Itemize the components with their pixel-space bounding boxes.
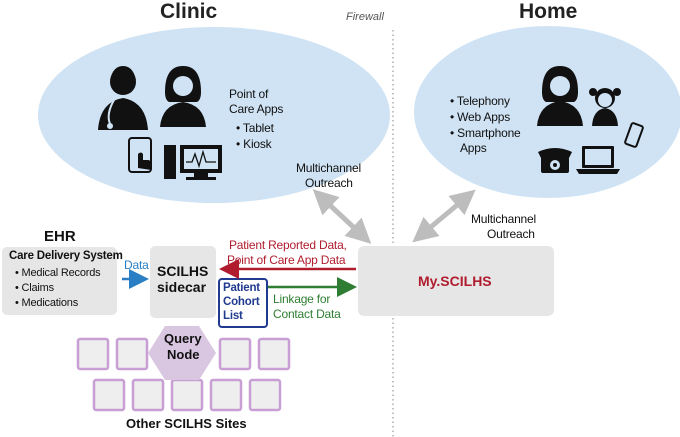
- home-item-webapps-text: Web Apps: [457, 110, 511, 124]
- poc-item-tablet-text: Tablet: [242, 121, 274, 135]
- poc-item-kiosk-text: Kiosk: [243, 137, 272, 151]
- site-squares: [76, 337, 291, 412]
- doctor-icon: [98, 66, 148, 130]
- home-item-smartphone-text: Smartphone: [457, 126, 521, 140]
- telephone-icon: [538, 148, 572, 173]
- ehr-item-claims-text: Claims: [21, 282, 55, 294]
- query-node-hexagon: [148, 326, 216, 380]
- tablet-icon: [128, 137, 152, 173]
- ehr-item-claims: • Claims: [15, 282, 55, 294]
- linkage-label-1: Linkage for: [273, 292, 331, 306]
- home-title: Home: [519, 0, 578, 23]
- sidecar-label-2: sidecar: [157, 279, 207, 295]
- data-flow-label: Data: [124, 258, 149, 272]
- woman-home-icon: [537, 66, 583, 126]
- home-item-smartphone: • Smartphone: [450, 126, 521, 140]
- reported-data-label-2: Point of Care App Data: [227, 253, 346, 267]
- outreach-arrow-right: [412, 189, 476, 243]
- other-sites-label: Other SCILHS Sites: [126, 416, 247, 431]
- child-icon: [589, 88, 621, 126]
- outreach-arrow-left: [312, 189, 372, 244]
- query-node-label-1: Query: [164, 331, 202, 346]
- cohort-box: [218, 278, 268, 328]
- outreach-left-1: Multichannel: [296, 161, 361, 175]
- myscilhs-label: My.SCILHS: [418, 273, 492, 289]
- myscilhs-box: [358, 246, 554, 316]
- sidecar-label-1: SCILHS: [157, 263, 209, 279]
- cohort-label-3: List: [223, 310, 243, 322]
- outreach-left-2: Outreach: [305, 176, 353, 190]
- reported-data-label-1: Patient Reported Data,: [229, 238, 347, 252]
- home-item-telephony-text: Telephony: [456, 94, 510, 108]
- query-node-label-2: Node: [167, 347, 200, 362]
- ehr-item-medical-records: • Medical Records: [15, 267, 101, 279]
- poc-item-tablet: • Tablet: [236, 121, 274, 135]
- linkage-label-2: Contact Data: [273, 307, 341, 321]
- ehr-item-medications-text: Medications: [21, 297, 79, 309]
- ehr-item-medications: • Medications: [15, 297, 79, 309]
- outreach-right-2: Outreach: [487, 227, 535, 241]
- sidecar-box: [150, 246, 216, 318]
- ehr-title: EHR: [44, 228, 76, 245]
- home-item-webapps: • Web Apps: [450, 110, 511, 124]
- outreach-right-1: Multichannel: [471, 212, 536, 226]
- home-item-apps: Apps: [460, 141, 487, 155]
- poc-apps-label-1: Point of: [229, 87, 269, 101]
- poc-apps-label-2: Care Apps: [229, 102, 284, 116]
- woman-icon: [160, 66, 206, 127]
- ehr-item-medical-records-text: Medical Records: [21, 267, 101, 279]
- laptop-icon: [576, 146, 620, 174]
- home-item-telephony: • Telephony: [450, 94, 510, 108]
- cohort-label-1: Patient: [223, 282, 260, 294]
- clinic-title: Clinic: [160, 0, 218, 23]
- ehr-box: [2, 247, 117, 315]
- firewall-label: Firewall: [346, 11, 384, 23]
- kiosk-icon: [164, 145, 222, 180]
- poc-item-kiosk: • Kiosk: [236, 137, 272, 151]
- cohort-label-2: Cohort: [223, 296, 260, 308]
- smartphone-icon: [624, 122, 644, 148]
- ehr-heading: Care Delivery System: [9, 250, 123, 262]
